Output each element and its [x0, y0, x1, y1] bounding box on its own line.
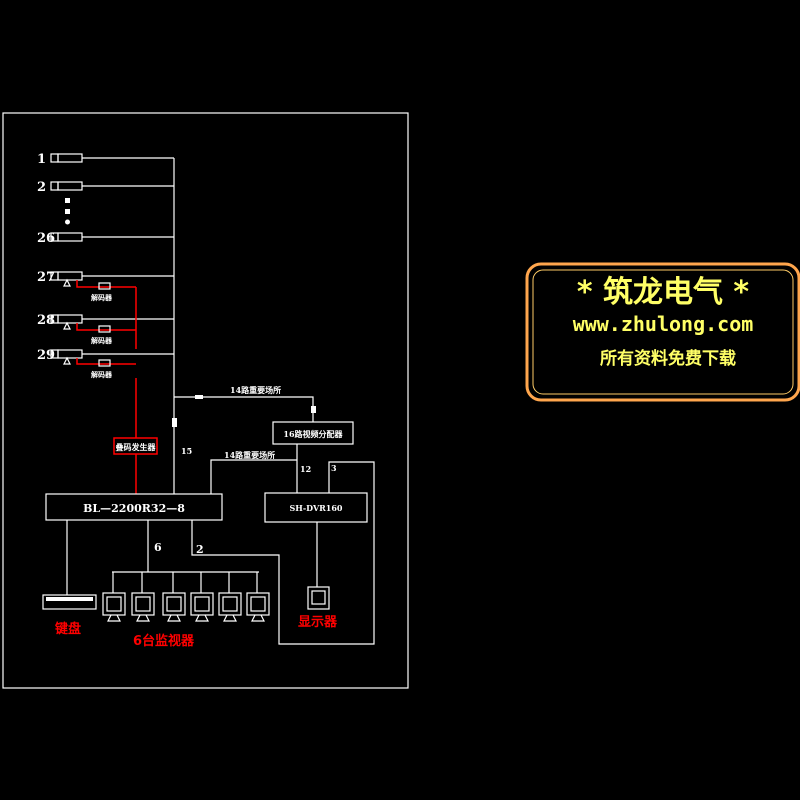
camera-body-icon [57, 181, 83, 191]
camera-lens-icon [50, 181, 59, 191]
logo-title: * 筑龙电气 * [577, 275, 750, 310]
video-distributor-label: 16路视频分配器 [283, 429, 343, 439]
arrow-icon [172, 418, 177, 427]
decoder-label: 解码器 [91, 336, 113, 345]
keyboard-label: 键盘 [54, 621, 81, 637]
decoder-label: 解码器 [91, 370, 113, 379]
logo-url: www.zhulong.com [573, 312, 754, 336]
important-sites-label: 14路重要场所 [230, 385, 281, 395]
ptz-icon [63, 278, 71, 287]
count-12: 12 [300, 464, 311, 474]
matrix-box [45, 493, 223, 521]
monitor-icon [131, 572, 155, 622]
count-15: 15 [181, 446, 192, 456]
code-generator-box [113, 437, 158, 455]
code-generator-label: 叠码发生器 [116, 442, 157, 452]
decoder-label: 解码器 [91, 293, 113, 302]
important-sites-label-2: 14路重要场所 [224, 450, 275, 460]
video-distributor-box [272, 421, 354, 445]
zhulong-logo: * 筑龙电气 * www.zhulong.com 所有资料免费下载 [525, 262, 800, 402]
ptz-icon [63, 321, 71, 330]
decoder-line [76, 280, 136, 288]
monitor-icon [162, 572, 186, 622]
camera-body-icon [57, 349, 83, 359]
camera-2: 2 [37, 180, 174, 195]
monitor-icon [246, 572, 270, 622]
count-6: 6 [154, 541, 162, 554]
camera-lens-icon [50, 153, 59, 163]
branch-line [174, 396, 314, 422]
return-loop-line [191, 461, 375, 645]
camera-body-icon [57, 232, 83, 242]
arrow-icon [195, 395, 203, 399]
count-2: 2 [196, 543, 204, 556]
monitor-icon [218, 572, 242, 622]
important-sites-line [210, 459, 297, 494]
camera-1: 1 [37, 152, 174, 167]
monitors [102, 572, 270, 622]
dvr-box [264, 492, 368, 523]
ellipsis-dots [65, 198, 70, 225]
dvr-label: SH-DVR160 [289, 503, 342, 513]
keyboard-icon [42, 594, 97, 610]
monitor-icon [190, 572, 214, 622]
matrix-label: BL—2200R32—8 [83, 502, 185, 515]
decoder-box [98, 325, 111, 333]
drawing-frame [2, 112, 409, 689]
count-3: 3 [331, 463, 337, 473]
decoder-box [98, 359, 111, 367]
ptz-icon [63, 356, 71, 365]
monitors-label: 6台监视器 [133, 633, 195, 649]
camera-body-icon [57, 153, 83, 163]
camera-body-icon [57, 314, 83, 324]
camera-number: 1 [37, 152, 46, 167]
monitor-icon [102, 572, 126, 622]
logo-slogan: 所有资料免费下载 [600, 348, 736, 369]
camera-26: 26 [37, 231, 174, 246]
decoder-line [76, 358, 136, 365]
decoder-line [76, 323, 136, 331]
arrow-icon [311, 406, 316, 413]
camera-body-icon [57, 271, 83, 281]
decoder-box [98, 282, 111, 290]
camera-number: 2 [37, 180, 46, 195]
display-label: 显示器 [298, 615, 338, 630]
display-icon [307, 586, 330, 610]
